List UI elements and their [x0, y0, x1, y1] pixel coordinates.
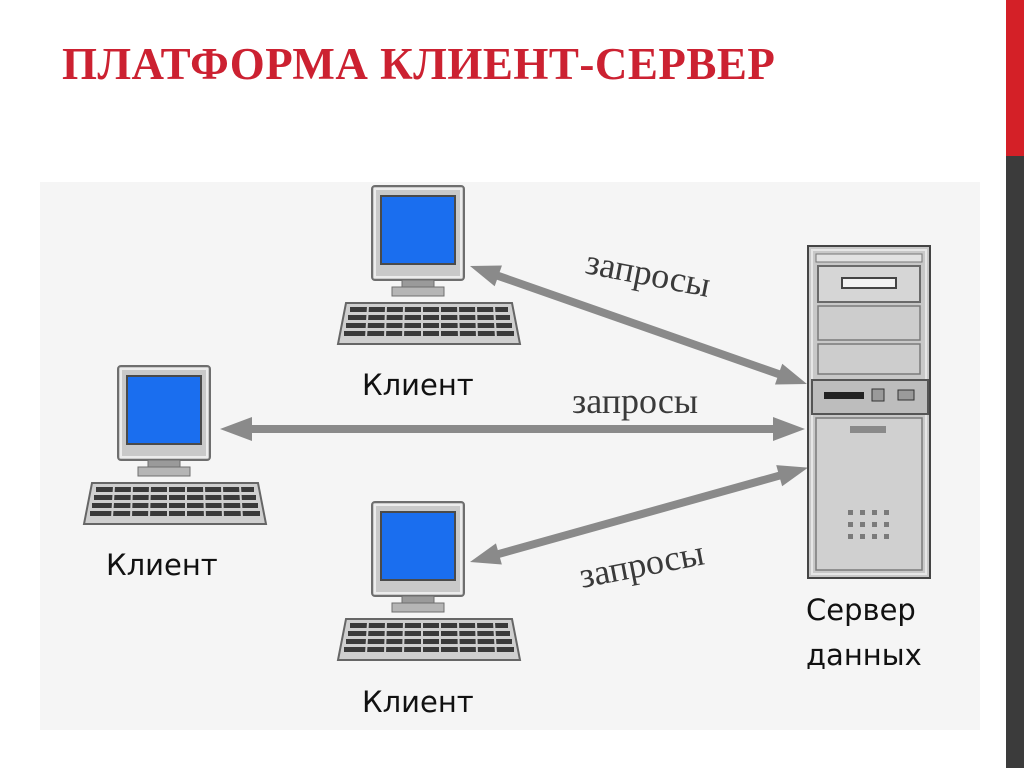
arrow-top [470, 265, 807, 385]
arrow-bottom [470, 465, 809, 565]
desktop-computer-icon [83, 365, 267, 525]
server-label-line2: данных [806, 638, 922, 672]
desktop-computer-icon [337, 501, 521, 661]
connection-arrows [220, 265, 809, 565]
arrow-middle [220, 417, 805, 441]
client-bottom-label: Клиент [362, 685, 474, 719]
client-left-label: Клиент [106, 548, 218, 582]
client-top: Клиент [337, 185, 521, 402]
desktop-computer-icon [337, 185, 521, 345]
client-top-label: Клиент [362, 368, 474, 402]
request-label-top: запросы [582, 242, 713, 305]
slide-title: ПЛАТФОРМА КЛИЕНТ-СЕРВЕР [62, 39, 776, 89]
client-bottom: Клиент [337, 501, 521, 719]
server-tower-icon [807, 245, 931, 579]
accent-bar-dark [1006, 0, 1024, 768]
server-label-line1: Сервер [806, 593, 916, 627]
client-left: Клиент [83, 365, 267, 582]
request-label-bottom: запросы [576, 533, 707, 596]
accent-bar-red [1006, 0, 1024, 156]
request-label-middle: запросы [572, 381, 698, 421]
